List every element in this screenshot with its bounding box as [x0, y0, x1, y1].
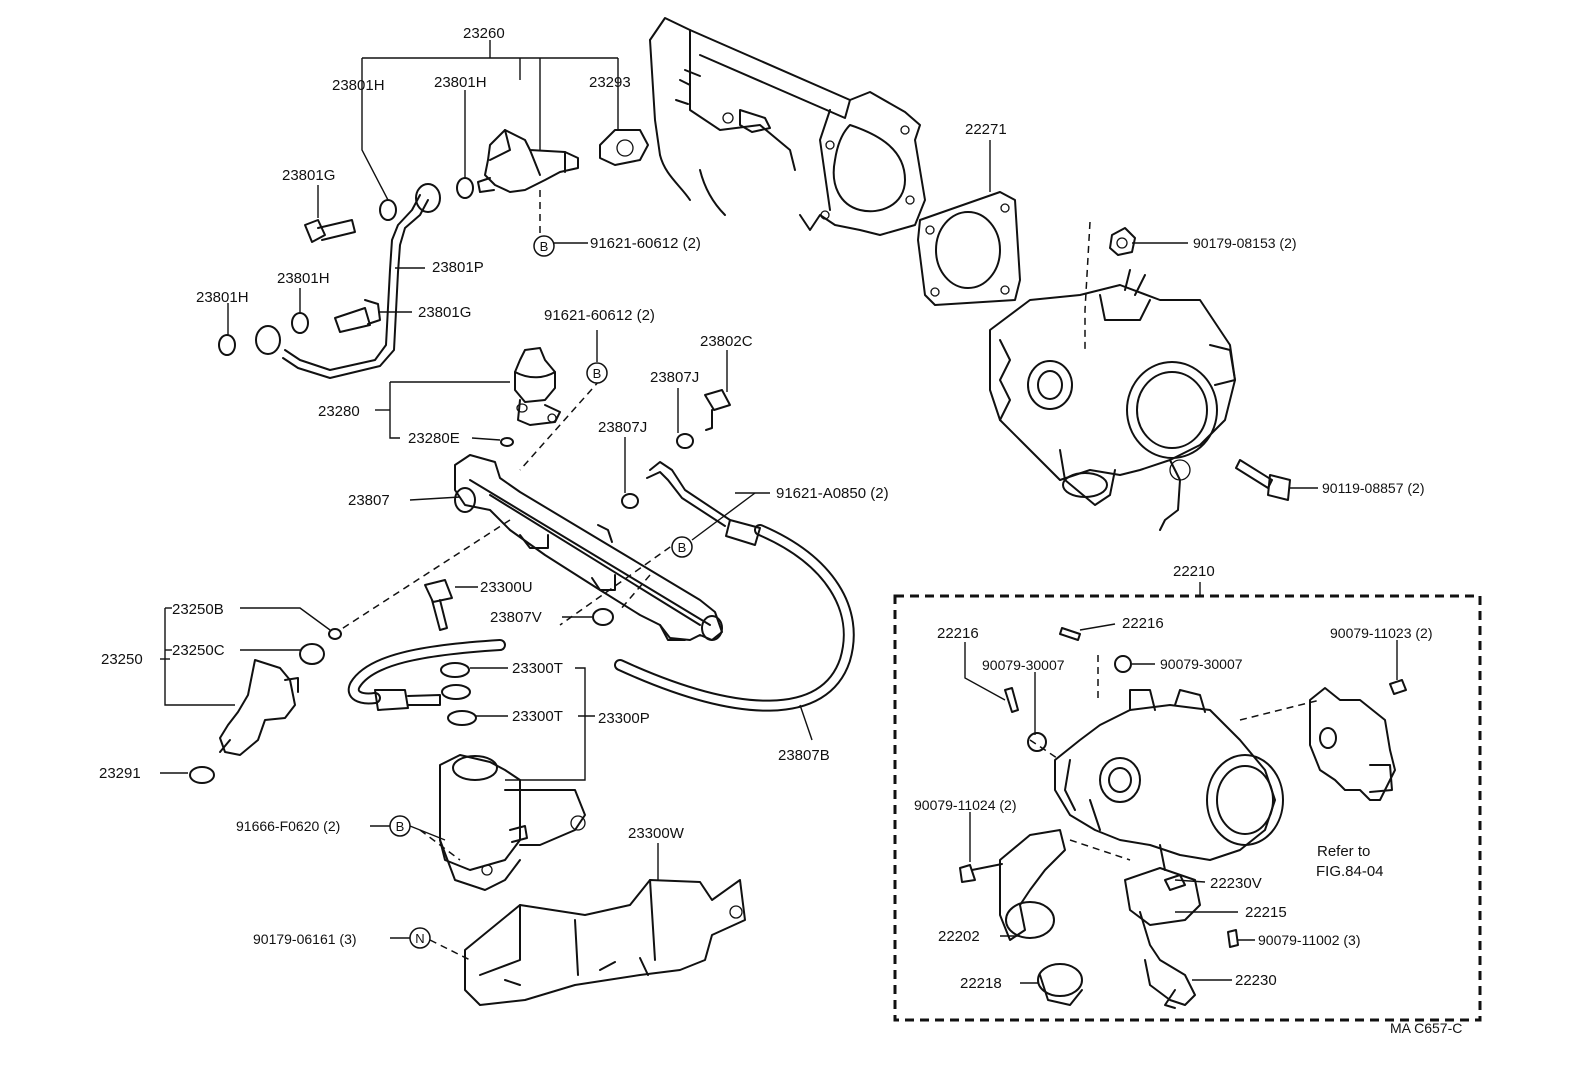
label-90119-08857: 90119-08857 (2)	[1322, 480, 1424, 496]
label-22216: 22216	[937, 625, 979, 642]
label-23260: 23260	[463, 25, 505, 42]
label-23801H: 23801H	[196, 289, 249, 306]
label-23801G: 23801G	[418, 304, 471, 321]
union-bolt-23801G-upper	[304, 219, 356, 243]
figure-reference: FIG.84-04	[1316, 863, 1384, 880]
label-23250C: 23250C	[172, 642, 225, 659]
label-91621-60612: 91621-60612 (2)	[590, 235, 701, 252]
fuel-hose-23807B	[614, 461, 855, 712]
vacuum-hose-23300T	[347, 639, 506, 726]
label-90079-30007: 90079-30007	[982, 657, 1065, 673]
throttle-body-lower	[1054, 689, 1284, 871]
bolt-marker: B	[396, 819, 405, 834]
label-23250B: 23250B	[172, 601, 224, 618]
bolt-marker: B	[593, 366, 602, 381]
nut-90179-08153	[1109, 227, 1136, 256]
label-23280: 23280	[318, 403, 360, 420]
label-22230V: 22230V	[1210, 875, 1262, 892]
label-22202: 22202	[938, 928, 980, 945]
label-23300W: 23300W	[628, 825, 685, 842]
insulator-23807V	[592, 608, 614, 626]
refer-to-text: Refer to	[1317, 843, 1370, 860]
marker-circles	[389, 235, 693, 949]
label-22271: 22271	[965, 121, 1007, 138]
label-91621-60612: 91621-60612 (2)	[544, 307, 655, 324]
bolt-marker: B	[540, 239, 549, 254]
label-90079-11023: 90079-11023 (2)	[1330, 625, 1432, 641]
vsv-23300P	[439, 754, 586, 891]
label-23280E: 23280E	[408, 430, 460, 447]
intake-manifold	[649, 17, 926, 236]
label-23807J: 23807J	[598, 419, 647, 436]
label-23801H: 23801H	[434, 74, 487, 91]
label-23807: 23807	[348, 492, 390, 509]
union-bolt-23801G-lower	[334, 299, 381, 333]
label-90079-11024: 90079-11024 (2)	[914, 797, 1016, 813]
bolt-90119-08857	[1235, 459, 1291, 501]
throttle-body-upper	[989, 269, 1236, 531]
sub-parts-22210	[959, 627, 1407, 1009]
label-23293: 23293	[589, 74, 631, 91]
bolt-marker: B	[678, 540, 687, 555]
label-22215: 22215	[1245, 904, 1287, 921]
label-91621-A0850: 91621-A0850 (2)	[776, 485, 889, 502]
marker-letters: B B B B N	[396, 239, 687, 946]
label-23300T: 23300T	[512, 660, 563, 677]
label-23300U: 23300U	[480, 579, 533, 596]
label-22230: 22230	[1235, 972, 1277, 989]
label-23300T: 23300T	[512, 708, 563, 725]
label-23807B: 23807B	[778, 747, 830, 764]
label-23801P: 23801P	[432, 259, 484, 276]
label-23300P: 23300P	[598, 710, 650, 727]
label-23801H: 23801H	[277, 270, 330, 287]
label-90179-08153: 90179-08153 (2)	[1193, 235, 1297, 251]
label-23291: 23291	[99, 765, 141, 782]
part-labels: 23260 23801H 23801H 23293 23801G 91621-6…	[99, 25, 1462, 1036]
union-bolt-23300U	[424, 579, 453, 631]
bracket-23300W	[464, 879, 746, 1006]
label-23807J: 23807J	[650, 369, 699, 386]
label-90179-06161: 90179-06161 (3)	[253, 931, 357, 947]
bolt-23802C	[704, 389, 731, 431]
label-23801G: 23801G	[282, 167, 335, 184]
label-23250: 23250	[101, 651, 143, 668]
label-23802C: 23802C	[700, 333, 753, 350]
gaskets-23807J	[621, 433, 694, 509]
assembly-box-22210	[893, 582, 1482, 1022]
nut-marker: N	[415, 931, 424, 946]
label-91666-F0620: 91666-F0620 (2)	[236, 818, 340, 834]
fuel-pipe-23801P	[255, 183, 441, 379]
pressure-regulator-23280	[500, 347, 561, 447]
gasket-22271	[917, 191, 1021, 306]
label-90079-11002: 90079-11002 (3)	[1258, 932, 1360, 948]
leader-lines	[160, 40, 1398, 984]
label-90079-30007: 90079-30007	[1160, 656, 1243, 672]
label-22210: 22210	[1173, 563, 1215, 580]
alignment-lines	[339, 190, 1321, 961]
label-23807V: 23807V	[490, 609, 542, 626]
diagram-code: MA C657-C	[1390, 1020, 1462, 1036]
delivery-pipe-23807	[454, 454, 723, 641]
label-22216: 22216	[1122, 615, 1164, 632]
fuel-injector-23250	[189, 628, 342, 784]
label-22218: 22218	[960, 975, 1002, 992]
label-23801H: 23801H	[332, 77, 385, 94]
throttle-position-sensor	[1309, 687, 1396, 801]
gasket-23293	[599, 129, 649, 166]
fuel-injector-upper	[477, 129, 579, 193]
